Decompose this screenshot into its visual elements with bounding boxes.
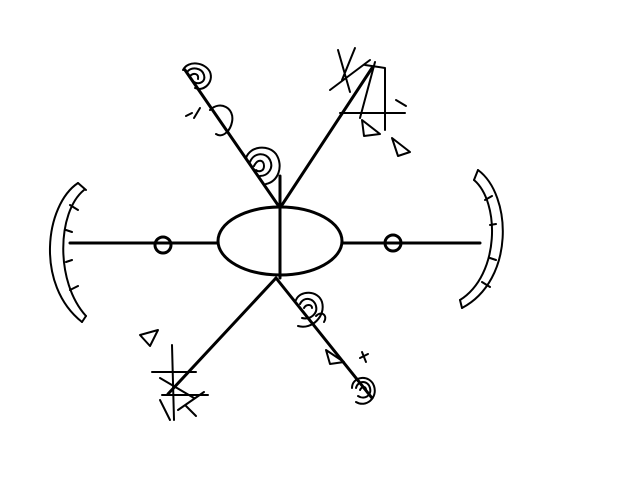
upper-left-spoke	[183, 68, 282, 210]
diagonal-spokes	[166, 66, 374, 400]
left-end-bracket	[49, 182, 87, 323]
upper-left-spiral-glyphs	[182, 62, 281, 185]
upper-right-spoke	[278, 66, 374, 210]
left-node-circle	[153, 235, 173, 255]
center-oval	[216, 174, 344, 280]
lower-left-angular-glyph	[139, 329, 209, 421]
lower-right-spoke	[274, 276, 374, 400]
lower-right-spiral-glyphs	[295, 291, 376, 405]
right-node-circle	[383, 233, 403, 253]
upper-right-angular-glyph	[329, 47, 411, 157]
right-end-bracket	[459, 169, 504, 309]
lower-left-spoke	[166, 276, 278, 396]
